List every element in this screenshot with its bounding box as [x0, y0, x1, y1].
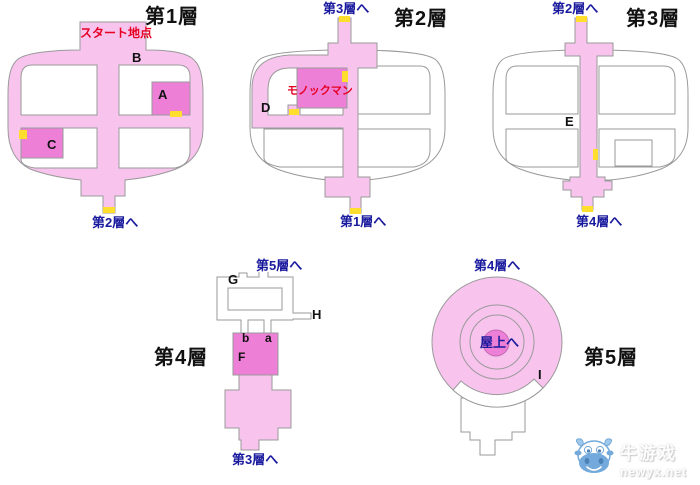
- floor5-lower-stairs-outline: [460, 397, 526, 456]
- floor4-map: [216, 272, 312, 451]
- floor4-title: 第4層: [154, 347, 209, 369]
- floor2-entry-marker: [339, 16, 350, 22]
- floor2-exit-top-label: 第3層へ: [323, 1, 370, 16]
- floor5-title: 第5層: [584, 347, 639, 369]
- floor1-start-label: スタート地点: [80, 26, 153, 40]
- floor4-exit-top-label: 第5層へ: [256, 258, 303, 273]
- floor3-title: 第3層: [626, 8, 681, 30]
- floor5-spiral-ring-outer: [459, 304, 535, 380]
- floor3-exit-bottom-label: 第4層へ: [576, 214, 623, 229]
- floor4-lower-corridor-shape: [224, 374, 292, 451]
- site-watermark: 牛游戏 newyx.net: [572, 434, 698, 484]
- floor1-exit-bottom-label: 第2層へ: [92, 215, 139, 230]
- floor4-point-h: H: [312, 307, 322, 322]
- floor1-room-c: [20, 127, 64, 159]
- floor5-point-i: I: [538, 367, 542, 382]
- floor1-room-a: [151, 81, 191, 116]
- floor1-door-marker-c: [19, 130, 27, 139]
- floor2-point-d: D: [261, 100, 271, 115]
- floor1-door-marker-a: [170, 111, 182, 117]
- floor5-map: [431, 276, 563, 456]
- floor1-point-c: C: [47, 137, 57, 152]
- floor4-exit-bottom-label: 第3層へ: [232, 452, 279, 467]
- floor3-map: [492, 16, 689, 212]
- floor3-inner-room-outline: [614, 139, 653, 167]
- floor1-point-b: B: [132, 50, 142, 65]
- floor3-entry-marker: [576, 16, 587, 22]
- floor2-enemy-label: モノックマン: [287, 85, 353, 97]
- floor1-title: 第1層: [145, 6, 200, 28]
- floor5-exit-top-label: 第4層へ: [474, 258, 521, 273]
- floor4-loop-outline: [216, 272, 312, 333]
- floor5-center-room: [482, 329, 510, 357]
- floor3-exit-marker: [582, 206, 593, 212]
- floor2-step-door-marker: [289, 109, 299, 115]
- floor1-corridor-shape: [7, 21, 204, 214]
- floor4-point-f: F: [238, 350, 246, 364]
- floor3-door-marker: [593, 149, 598, 160]
- floor1-point-a: A: [158, 87, 168, 102]
- floor5-center-label: 屋上へ: [480, 335, 520, 350]
- cow-mascot-icon: [574, 438, 614, 473]
- watermark-site-name: 牛游戏: [620, 444, 677, 463]
- floor1-exit-marker: [103, 207, 115, 213]
- floor1-map: [7, 21, 204, 214]
- floor5-unexplored-arc: [452, 378, 544, 408]
- floor5-spiral-ring-inner: [469, 314, 525, 370]
- floor4-point-b: b: [242, 331, 250, 345]
- floor2-map: [249, 16, 446, 214]
- floor4-point-a: a: [265, 331, 272, 345]
- watermark-site-url: newyx.net: [620, 465, 688, 479]
- floor2-exit-bottom-label: 第1層へ: [340, 214, 387, 229]
- floor3-point-e: E: [565, 114, 574, 129]
- floor2-room-door-marker: [342, 71, 348, 82]
- floor2-room-monokuma: [296, 67, 348, 109]
- floor4-point-g: G: [228, 272, 239, 287]
- floor2-title: 第2層: [394, 8, 449, 30]
- floor2-exit-marker: [350, 208, 361, 214]
- floor3-exit-top-label: 第2層へ: [552, 1, 599, 16]
- floor2-corridor-shape: [251, 17, 378, 214]
